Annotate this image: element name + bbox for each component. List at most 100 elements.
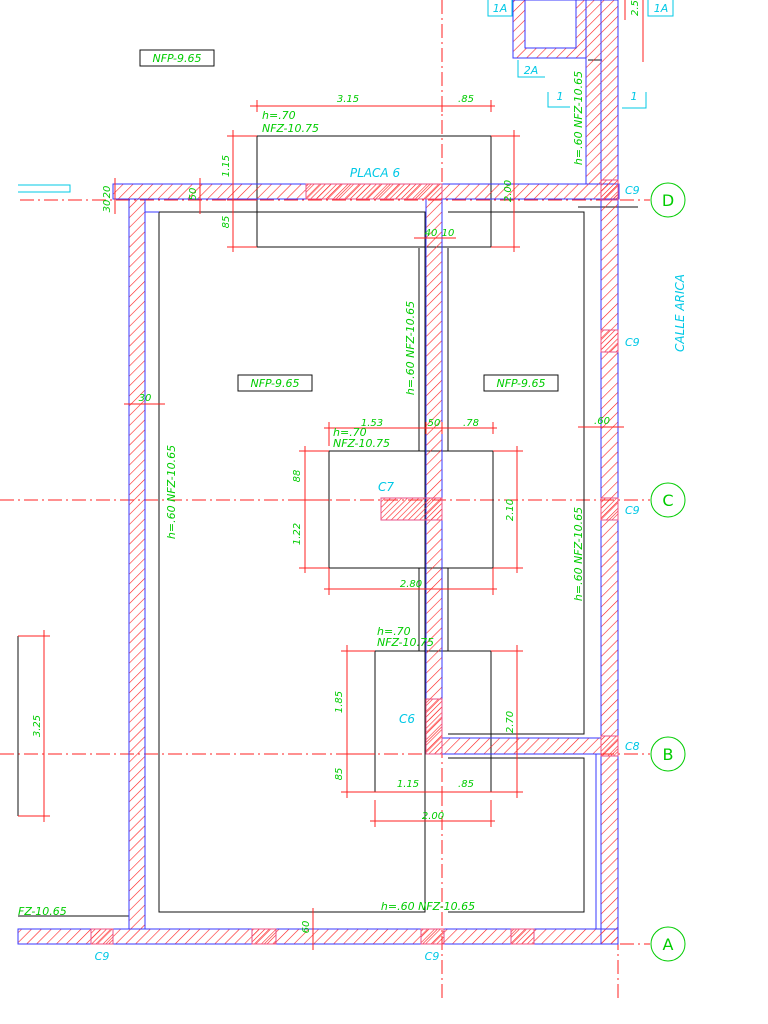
- note-wall-bottom-left: FZ-10.65: [18, 905, 67, 918]
- c8-b-label: C8: [625, 740, 640, 753]
- c9-bottom-left-label: C9: [95, 950, 110, 963]
- c9-d-label: C9: [625, 184, 640, 197]
- ref-1a-right-label: 1A: [654, 2, 669, 15]
- note-nfz-top: NFZ-10.75: [262, 122, 319, 135]
- axis-bubbles: [650, 182, 686, 962]
- column-c9-d: [600, 179, 619, 201]
- ref-1-right-label: 1: [631, 90, 638, 103]
- dim-270: 2.70: [505, 711, 516, 733]
- wall-inner-lines: [145, 211, 597, 929]
- dim-60-bottom: 60: [301, 921, 312, 934]
- dim-88: 88: [292, 470, 303, 483]
- marker-1a-right: [647, 0, 674, 17]
- c9-bottom-mid-label: C9: [425, 950, 440, 963]
- c6-label: C6: [399, 712, 415, 726]
- c9-mid-label: C9: [625, 336, 640, 349]
- marker-dashes-left: [18, 184, 71, 193]
- dim-115-low: 1.15: [397, 779, 419, 790]
- dim-20: 20: [102, 186, 113, 199]
- wall-b-horizontal: [441, 737, 602, 755]
- footing-c7: [328, 450, 494, 569]
- marker-2a: [517, 60, 545, 78]
- dim-200-top: 2.00: [503, 180, 514, 202]
- c9-c-label: C9: [625, 504, 640, 517]
- column-c9-c: [600, 497, 619, 521]
- note-wall-right: h=.60 NFZ-10.65: [572, 507, 585, 601]
- dim-153: 1.53: [361, 418, 383, 429]
- dimension-lines: [18, 0, 644, 950]
- dim-30: 30: [102, 200, 113, 213]
- note-wall-center: h=.60 NFZ-10.65: [404, 301, 417, 395]
- dim-85-low2: .85: [458, 779, 474, 790]
- dim-40: 40: [425, 228, 438, 239]
- axis-bubble-c: [650, 482, 686, 518]
- ref-2a-label: 2A: [524, 64, 539, 77]
- note-wall-top-right: h=.60 NFZ-10.65: [572, 71, 585, 165]
- column-c9-bottom-4: [510, 928, 535, 945]
- note-wall-bottom: h=.60 NFZ-10.65: [381, 900, 475, 913]
- dim-78: .78: [463, 418, 479, 429]
- dim-50-mid: 50: [428, 418, 441, 429]
- nfp-box-left: [237, 374, 313, 392]
- note-h70-top: h=.70: [262, 109, 296, 122]
- wall-upper-box-hole: [524, 0, 577, 49]
- dim-30-left: 30: [139, 393, 152, 404]
- nfp-box-top: [139, 49, 215, 67]
- nfp-label-left: NFP-9.65: [250, 377, 299, 390]
- ref-1a-left-label: 1A: [493, 2, 508, 15]
- note-nfz-low: NFZ-10.75: [377, 636, 434, 649]
- dim-200-low: 2.00: [422, 811, 444, 822]
- nfp-label-top: NFP-9.65: [152, 52, 201, 65]
- note-wall-left: h=.60 NFZ-10.65: [165, 445, 178, 539]
- column-c6: [425, 698, 443, 755]
- note-nfz-mid: NFZ-10.75: [333, 437, 390, 450]
- dim-210: 2.10: [505, 499, 516, 521]
- dim-115-left: 1.15: [221, 155, 232, 177]
- wall-bottom: [17, 928, 619, 945]
- column-c9-bottom-1: [90, 928, 114, 945]
- column-c9-bottom-2: [251, 928, 277, 945]
- dim-50-top: 50: [188, 188, 199, 201]
- columns: [90, 179, 619, 945]
- nfp-label-right: NFP-9.65: [496, 377, 545, 390]
- dim-25-top: 2.5: [630, 0, 641, 16]
- marker-1-left: [547, 92, 570, 108]
- c7-label: C7: [378, 480, 394, 494]
- nfp-box-right: [483, 374, 559, 392]
- axis-label-c: C: [662, 491, 673, 510]
- axis-label-b: B: [663, 745, 674, 764]
- dim-85-left: 85: [221, 216, 232, 229]
- column-c9-bottom-3: [420, 928, 445, 945]
- column-placa6: [305, 183, 443, 200]
- dim-85-top: .85: [458, 94, 474, 105]
- wall-right: [600, 0, 619, 945]
- column-c9-mid: [600, 329, 619, 353]
- footings: [256, 135, 494, 793]
- room-inner-outline-left: [158, 211, 426, 913]
- wall-top-right-vertical: [585, 0, 602, 185]
- dim-122: 1.22: [292, 523, 303, 545]
- dim-85-low: 85: [334, 768, 345, 781]
- note-h70-mid: h=.70: [333, 426, 367, 439]
- dim-60-right: .60: [594, 416, 610, 427]
- marker-1a-left: [487, 0, 513, 17]
- ref-1-left-label: 1: [557, 90, 564, 103]
- room-inner-outline-right: [448, 211, 585, 735]
- dim-280: 2.80: [400, 579, 422, 590]
- axis-bubble-b: [650, 736, 686, 772]
- room-inner-outline-lower-right: [448, 757, 585, 913]
- dim-185: 1.85: [334, 691, 345, 713]
- axis-label-a: A: [663, 935, 674, 954]
- axis-bubble-d: [650, 182, 686, 218]
- column-c8-b: [600, 735, 619, 757]
- axis-bubble-a: [650, 926, 686, 962]
- dim-325: 3.25: [32, 715, 43, 737]
- dim-10: 10: [442, 228, 455, 239]
- marker-1-right: [622, 92, 647, 109]
- hatched-walls: [17, 0, 620, 945]
- note-h70-low: h=.70: [377, 625, 411, 638]
- wall-center-vertical: [425, 198, 443, 700]
- street-label-calle-arica: CALLE ARICA: [673, 274, 687, 352]
- axis-label-d: D: [662, 191, 674, 210]
